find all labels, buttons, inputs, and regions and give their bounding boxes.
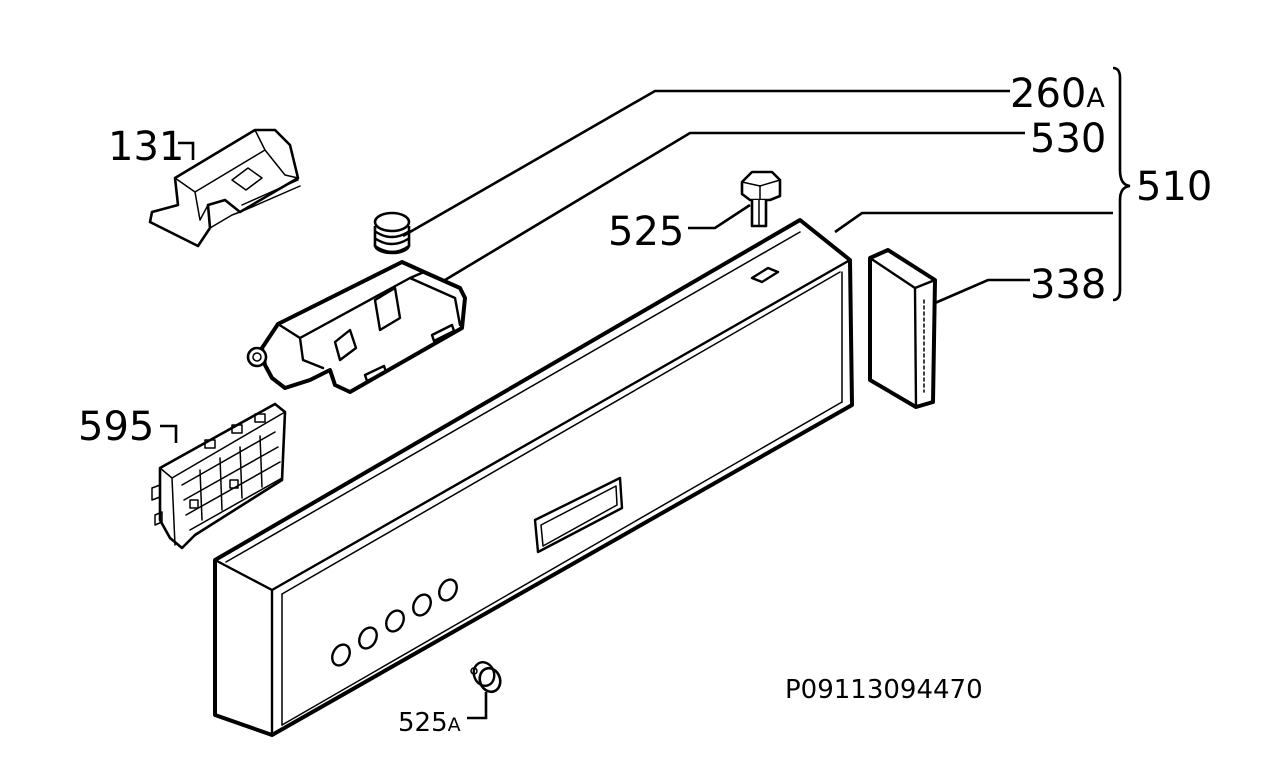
leader-530	[444, 131, 1025, 282]
label-260a: 260A	[1010, 71, 1105, 117]
part-530-housing	[246, 260, 467, 394]
leader-338	[934, 278, 1030, 305]
drawing-code: P09113094470	[785, 675, 983, 705]
part-510-control-panel	[213, 218, 854, 737]
label-530: 530	[1030, 116, 1106, 162]
label-525: 525	[608, 209, 684, 255]
label-595: 595	[78, 404, 154, 450]
leader-510-panel	[834, 211, 1113, 234]
leader-525a	[467, 692, 488, 720]
part-338-end-cap	[868, 248, 937, 409]
leader-131	[178, 141, 195, 160]
leader-595	[160, 424, 178, 443]
brace-510	[1112, 66, 1131, 302]
part-595-circuit-board	[151, 402, 287, 550]
label-338: 338	[1030, 262, 1106, 308]
part-525a-knob	[470, 661, 502, 694]
label-131: 131	[108, 124, 184, 170]
part-525-button	[740, 170, 782, 228]
part-260a-spring	[373, 211, 411, 255]
leader-260a	[402, 89, 1010, 238]
label-525a: 525A	[398, 708, 461, 738]
label-510: 510	[1136, 164, 1212, 210]
leader-525	[688, 203, 751, 230]
part-131-bracket	[148, 128, 301, 248]
